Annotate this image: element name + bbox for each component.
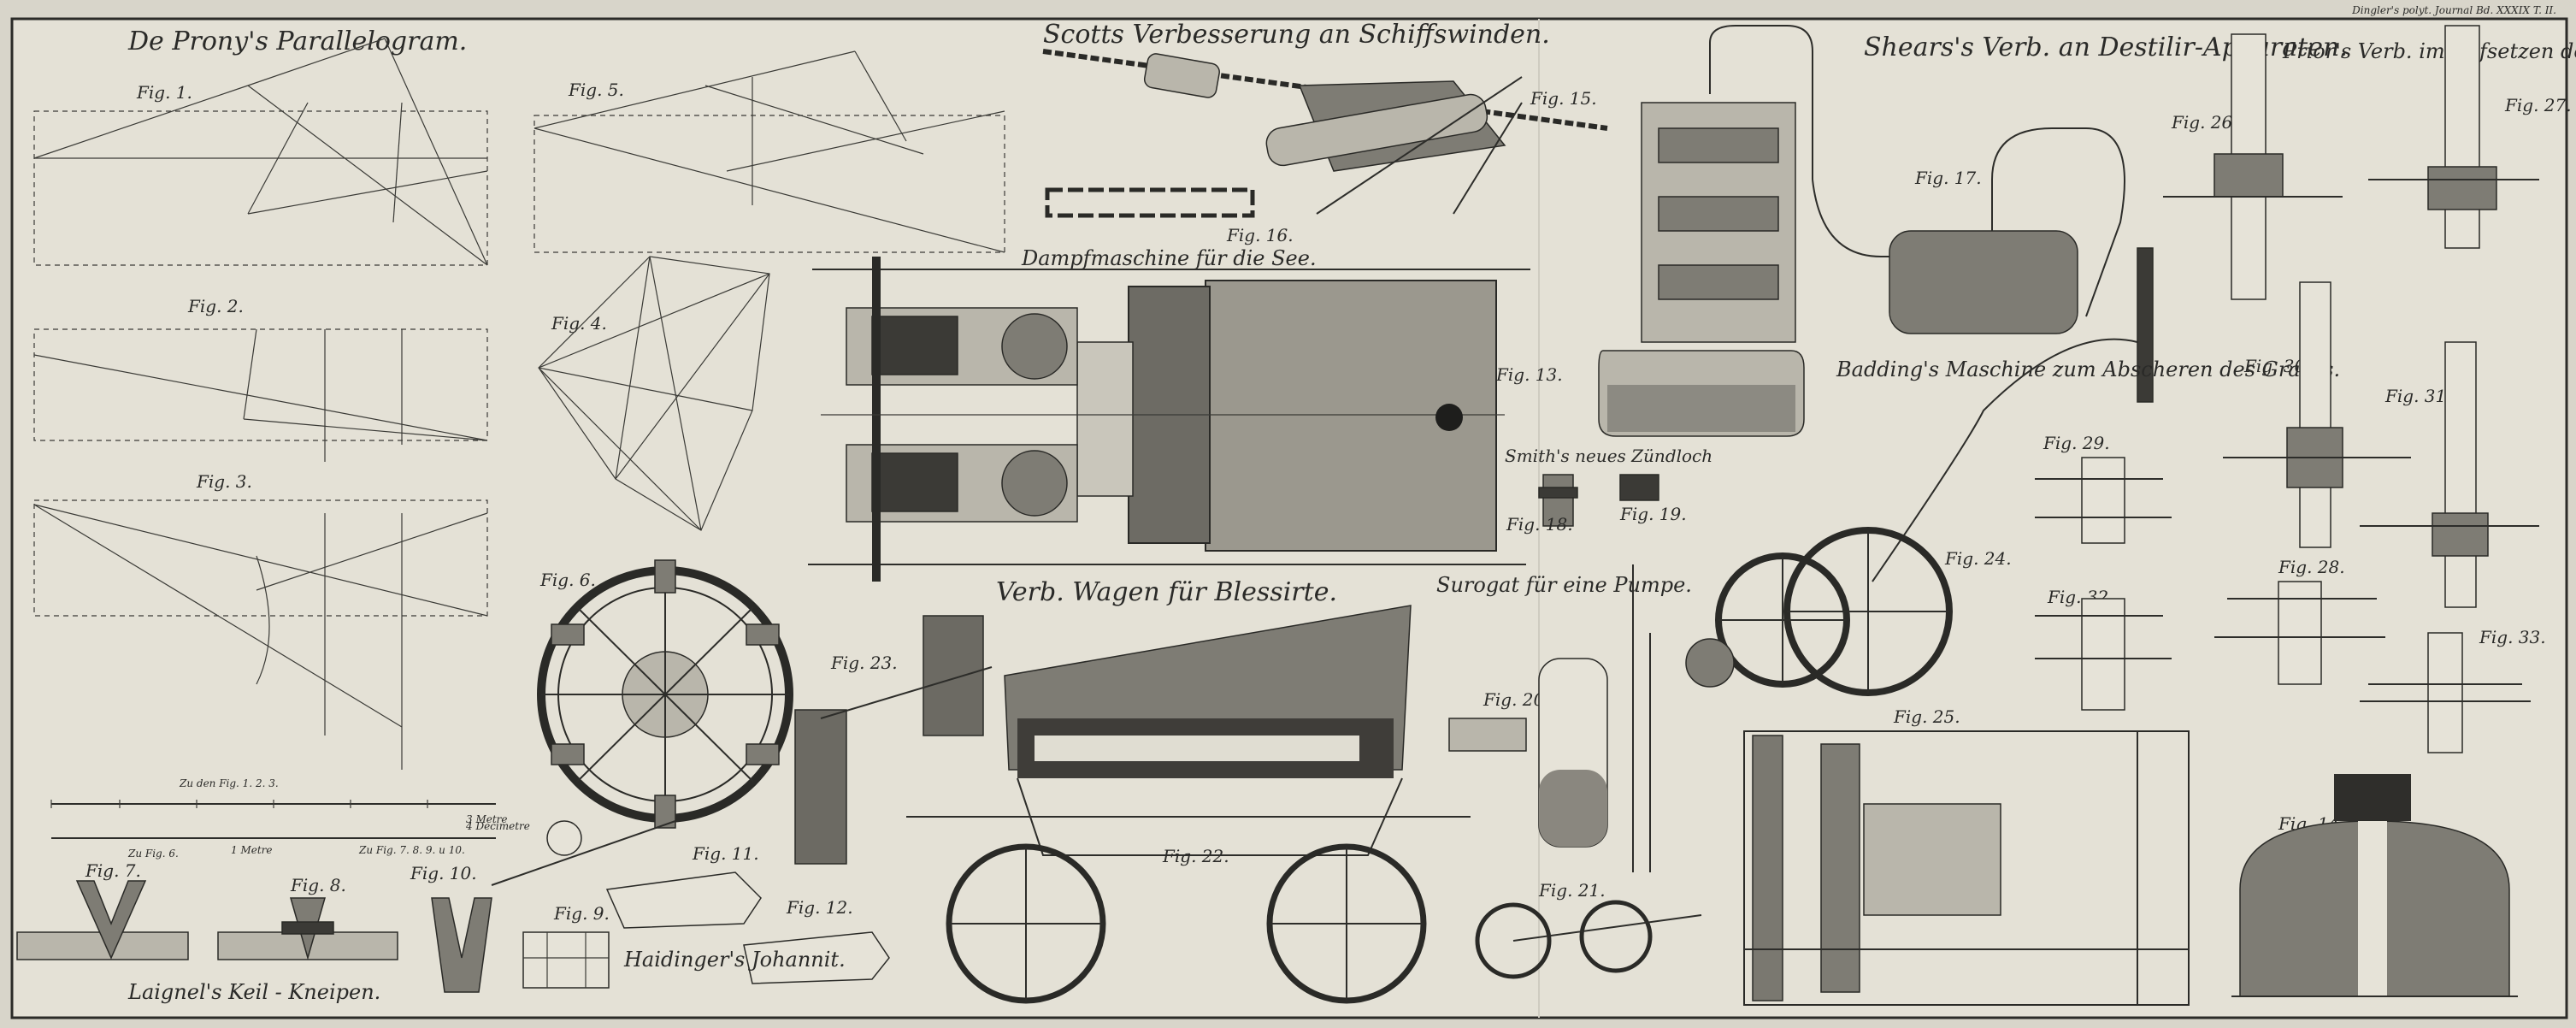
fig-27-label: Fig. 27. (2504, 95, 2572, 115)
wagen-title: Verb. Wagen für Blessirte. (996, 577, 1337, 607)
laignel-title: Laignel's Keil - Kneipen. (127, 980, 380, 1004)
fig-29-label: Fig. 29. (2043, 433, 2110, 453)
fig-8-label: Fig. 8. (290, 875, 346, 895)
dampf-section: Dampfmaschine für die See. Fig. 13. (808, 246, 1563, 582)
badding-section: Badding's Maschine zum Abscheren des Gra… (1685, 338, 2340, 696)
fig-1-label: Fig. 1. (136, 82, 192, 103)
fig-31-label: Fig. 31. (2384, 386, 2452, 406)
scott-section: Scotts Verbesserung an Schiffswinden. Fi… (1042, 20, 1608, 245)
fig-4-group: Fig. 4. (538, 256, 770, 531)
fig-21-label: Fig. 21. (1538, 880, 1606, 901)
scale-label-one-metre: 1 Metre (231, 844, 273, 856)
prior-section: Prior's Verb. im Aufsetzen des Top und T… (2035, 25, 2576, 997)
fig-15-label: Fig. 15. (1530, 88, 1597, 109)
scale-bars: Zu den Fig. 1. 2. 3. 3 Metre Zu Fig. 6. … (50, 777, 530, 860)
fig-3-diagram (33, 499, 488, 770)
fig-9-label: Fig. 9. (553, 903, 610, 924)
wagen-section: Verb. Wagen für Blessirte. Fig. 22. Fig.… (794, 577, 1471, 1004)
fig-28-label: Fig. 28. (2278, 557, 2345, 577)
fig-6-label: Fig. 6. (539, 570, 596, 590)
scale-label-fig6: Zu Fig. 6. (127, 848, 179, 860)
fig-24-label: Fig. 24. (1944, 548, 2012, 569)
fig-7-label: Fig. 7. (85, 860, 141, 881)
surogat-title: Surogat für eine Pumpe. (1436, 573, 1692, 597)
prony-section: De Prony's Parallelogram. Fig. 1. Fig. 2… (33, 27, 530, 860)
shears-title-line: Shears's Verb. an Destilir-Apparaten. (1864, 32, 2348, 62)
fig-2-label: Fig. 2. (187, 296, 244, 316)
fig-33-label: Fig. 33. (2479, 627, 2546, 647)
laignel-group: Fig. 7. Fig. 8. Fig. 10. Laignel's Keil … (16, 860, 492, 1004)
fig-26-label: Fig. 26. (2171, 112, 2238, 133)
fig-2-diagram (33, 328, 488, 462)
scale-label-metre: 3 Metre (466, 813, 508, 825)
fig-22-label: Fig. 22. (1162, 846, 1229, 866)
fig-25-group: Fig. 25. (1743, 706, 2190, 1006)
fig-13-label: Fig. 13. (1495, 364, 1563, 385)
fig-25-label: Fig. 25. (1893, 706, 1960, 727)
fig-1-diagram (33, 38, 488, 266)
fig-16-label: Fig. 16. (1226, 225, 1294, 245)
scale-label-fig123: Zu den Fig. 1. 2. 3. (179, 777, 279, 789)
plate-header: Dingler's polyt. Journal Bd. XXXIX T. II… (2351, 4, 2556, 16)
shears-section: Shears's Verb. an Destilir-Apparaten. Fi… (1598, 25, 2348, 437)
prony-title: De Prony's Parallelogram. (127, 27, 467, 56)
smith-section: Smith's neues Zündloch Fig. 18. Fig. 19. (1505, 446, 1712, 535)
fig-6-group: Fig. 6. (491, 559, 793, 886)
fig-18-label: Fig. 18. (1506, 514, 1573, 535)
fig-4-label: Fig. 4. (551, 313, 607, 334)
prior-title: Prior's Verb. im Aufsetzen des Top und T… (2282, 39, 2576, 63)
fig-10-label: Fig. 10. (410, 863, 477, 883)
scott-title: Scotts Verbesserung an Schiffswinden. (1043, 20, 1550, 50)
haidinger-title: Haidinger's Johannit. (623, 948, 846, 972)
fig-5-group: Fig. 5. (533, 50, 1005, 253)
fig-5-label: Fig. 5. (568, 80, 624, 100)
badding-title: Badding's Maschine zum Abscheren des Gra… (1836, 357, 2340, 381)
fig-19-label: Fig. 19. (1619, 504, 1687, 524)
scale-label-fig78: Zu Fig. 7. 8. 9. u 10. (358, 844, 465, 856)
smith-title: Smith's neues Zündloch (1505, 446, 1712, 466)
scale-label-decimetre: 4 Decimetre (465, 820, 530, 832)
fig-3-label: Fig. 3. (196, 471, 252, 492)
surogat-section: Surogat für eine Pumpe. Fig. 20. Fig. 21… (1436, 564, 1702, 979)
fig-23-label: Fig. 23. (830, 653, 898, 673)
johannit-group: Fig. 9. Fig. 11. Fig. 12. Haidinger's Jo… (522, 843, 890, 989)
fig-17-label: Fig. 17. (1914, 168, 1982, 188)
fig-11-label: Fig. 11. (692, 843, 759, 864)
fig-12-label: Fig. 12. (786, 897, 853, 918)
dampf-title: Dampfmaschine für die See. (1021, 246, 1317, 270)
